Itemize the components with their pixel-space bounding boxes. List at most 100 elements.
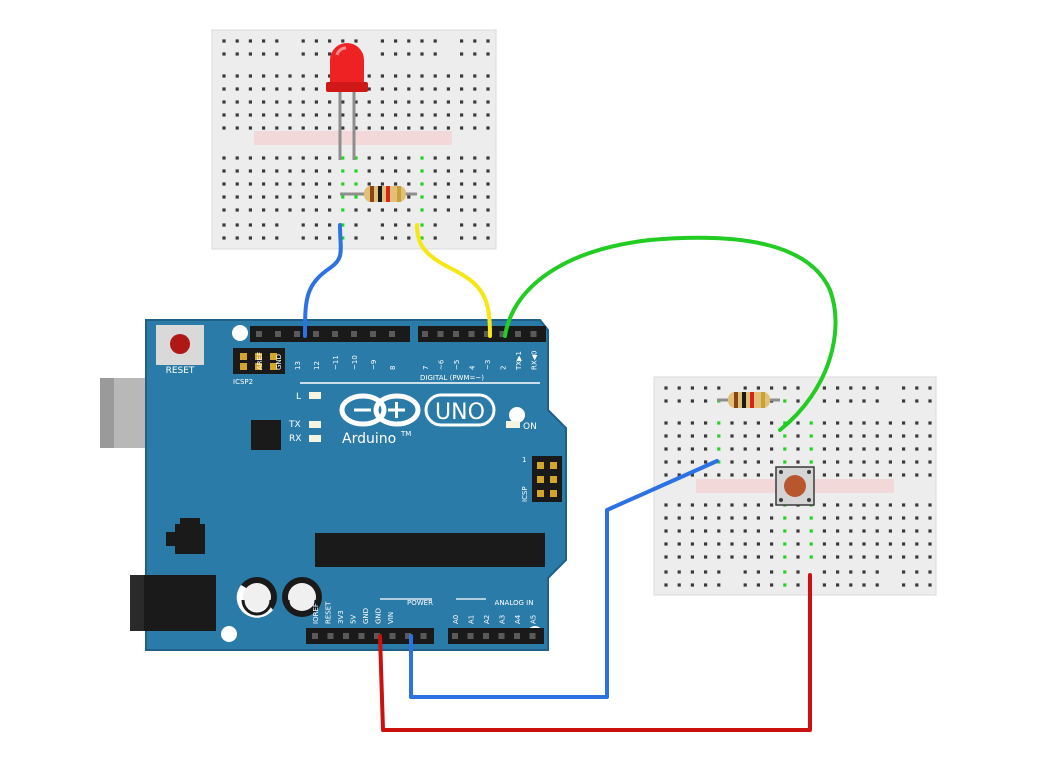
breadboard-hole — [235, 39, 239, 43]
breadboard-hole — [248, 87, 252, 91]
breadboard-hole — [875, 503, 879, 507]
breadboard-hole — [367, 208, 371, 212]
breadboard-hole-active — [354, 195, 358, 199]
breadboard-hole — [222, 39, 226, 43]
icsp2-label: ICSP2 — [233, 378, 253, 386]
breadboard-hole — [875, 386, 879, 390]
breadboard-hole — [717, 516, 721, 520]
breadboard-hole — [394, 126, 398, 130]
breadboard-hole — [849, 447, 853, 451]
breadboard-hole — [380, 52, 384, 56]
breadboard-hole — [473, 74, 477, 78]
breadboard-hole — [928, 473, 932, 477]
breadboard-hole — [928, 570, 932, 574]
breadboard-hole — [915, 447, 919, 451]
breadboard-hole — [314, 156, 318, 160]
breadboard-hole — [888, 434, 892, 438]
breadboard-hole — [902, 399, 906, 403]
breadboard-hole — [275, 74, 279, 78]
capacitor — [282, 577, 322, 617]
breadboard-hole — [730, 542, 734, 546]
breadboard-hole — [262, 236, 266, 240]
breadboard-hole — [915, 583, 919, 587]
breadboard-hole — [394, 223, 398, 227]
breadboard-hole — [301, 169, 305, 173]
breadboard-hole — [248, 223, 252, 227]
digital-label: DIGITAL (PWM=~) — [420, 374, 484, 382]
breadboard-hole — [888, 542, 892, 546]
breadboard-hole — [248, 182, 252, 186]
pin-label: 4 — [469, 365, 477, 370]
breadboard-hole — [862, 503, 866, 507]
breadboard-hole — [664, 421, 668, 425]
breadboard-hole — [433, 74, 437, 78]
breadboard-hole — [301, 74, 305, 78]
breadboard-hole — [836, 555, 840, 559]
breadboard-hole — [902, 529, 906, 533]
pin-label: AREF — [256, 352, 264, 370]
breadboard-hole — [222, 126, 226, 130]
breadboard-hole — [928, 434, 932, 438]
breadboard-hole-active — [783, 555, 787, 559]
breadboard-hole — [486, 169, 490, 173]
breadboard-hole — [902, 386, 906, 390]
breadboard-hole — [301, 126, 305, 130]
breadboard-hole — [928, 555, 932, 559]
breadboard-hole — [664, 460, 668, 464]
breadboard-hole — [275, 156, 279, 160]
pin-label: GND — [362, 608, 370, 624]
breadboard-hole — [486, 182, 490, 186]
breadboard-hole — [473, 52, 477, 56]
pin-label: 3V3 — [337, 610, 345, 624]
breadboard-hole — [235, 156, 239, 160]
breadboard-hole — [433, 87, 437, 91]
breadboard-hole — [770, 570, 774, 574]
breadboard-hole — [875, 399, 879, 403]
breadboard-hole — [756, 447, 760, 451]
on-label: ON — [523, 422, 537, 432]
breadboard-hole — [690, 503, 694, 507]
breadboard-hole — [248, 74, 252, 78]
breadboard-hole — [743, 542, 747, 546]
breadboard-hole — [394, 87, 398, 91]
breadboard-hole — [301, 100, 305, 104]
pin-label: A3 — [499, 615, 507, 624]
breadboard-hole — [486, 195, 490, 199]
breadboard-hole — [743, 503, 747, 507]
breadboard-hole — [902, 570, 906, 574]
breadboard-hole — [915, 460, 919, 464]
breadboard-hole — [677, 399, 681, 403]
pin-label: ~5 — [453, 360, 461, 370]
breadboard-hole — [367, 156, 371, 160]
breadboard-hole — [314, 74, 318, 78]
breadboard-hole — [473, 39, 477, 43]
breadboard-hole — [875, 542, 879, 546]
breadboard-hole — [743, 473, 747, 477]
breadboard-hole — [677, 421, 681, 425]
breadboard-hole — [822, 542, 826, 546]
breadboard-hole — [690, 434, 694, 438]
breadboard-hole — [717, 583, 721, 587]
breadboard-hole — [677, 555, 681, 559]
push-button-cap — [784, 475, 806, 497]
breadboard-hole — [743, 447, 747, 451]
led-rx-label: RX — [289, 434, 301, 444]
breadboard-hole — [743, 529, 747, 533]
breadboard-hole — [341, 100, 345, 104]
breadboard-hole — [704, 434, 708, 438]
breadboard-hole — [460, 126, 464, 130]
uno-badge — [424, 393, 496, 427]
breadboard-hole — [677, 583, 681, 587]
breadboard-hole — [301, 87, 305, 91]
breadboard-hole — [407, 52, 411, 56]
breadboard-hole — [704, 386, 708, 390]
breadboard-hole — [486, 100, 490, 104]
breadboard-hole — [394, 208, 398, 212]
breadboard-hole — [407, 169, 411, 173]
breadboard-hole — [690, 447, 694, 451]
breadboard-hole — [677, 529, 681, 533]
power-led — [506, 421, 520, 428]
mounting-hole — [232, 325, 248, 341]
breadboard-hole — [446, 100, 450, 104]
